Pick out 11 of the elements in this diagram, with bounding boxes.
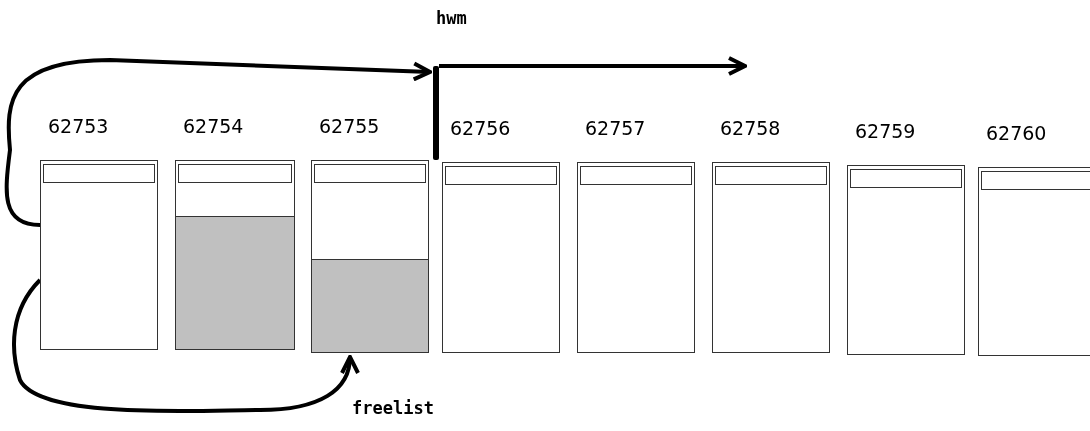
block-number: 62753 bbox=[48, 115, 109, 137]
arrow bbox=[4, 58, 432, 227]
block-number: 62758 bbox=[720, 117, 781, 139]
block-number: 62754 bbox=[183, 115, 244, 137]
arrow bbox=[12, 278, 359, 414]
block-number: 62756 bbox=[450, 117, 511, 139]
block-number: 62755 bbox=[319, 115, 380, 137]
block-number: 62759 bbox=[855, 120, 916, 142]
block-number: 62760 bbox=[986, 122, 1047, 144]
block-number: 62757 bbox=[585, 117, 646, 139]
hwm-marker-line bbox=[433, 66, 439, 160]
